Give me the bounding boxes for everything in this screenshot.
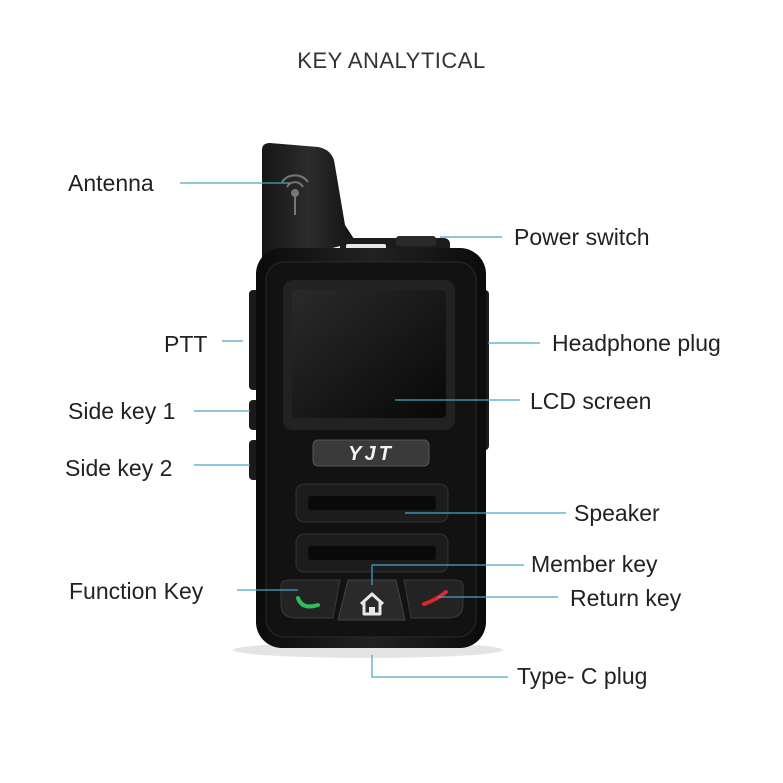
speaker-slot-lower [308,546,436,560]
call-end-icon [422,590,448,606]
label-ptt: PTT [164,331,208,357]
function-key [280,579,341,619]
signal-tower-icon [281,174,309,215]
label-function-key: Function Key [69,578,204,604]
call-answer-icon [296,596,320,609]
label-power-switch: Power switch [514,224,650,250]
label-type-c-plug: Type- C plug [517,663,648,689]
lcd-screen [292,290,446,418]
home-icon [359,592,385,616]
label-speaker: Speaker [574,500,660,526]
label-antenna: Antenna [68,170,154,196]
leader-lines [180,182,566,678]
label-headphone-plug: Headphone plug [552,330,721,356]
member-key [337,579,406,621]
antenna [262,143,356,266]
label-return-key: Return key [570,585,682,611]
label-side-key-1: Side key 1 [68,398,176,424]
label-side-key-2: Side key 2 [65,455,173,481]
diagram-title: KEY ANALYTICAL [297,48,486,73]
leader-type-c-plug [371,655,508,678]
leader-member-key [371,564,524,585]
label-member-key: Member key [531,551,658,577]
top-led [346,244,386,249]
brand-logo: YJT [348,443,394,465]
brand-badge [312,439,430,467]
speaker-slot-upper [308,496,436,510]
label-lcd-screen: LCD screen [530,388,652,414]
power-switch-knob [396,236,436,246]
